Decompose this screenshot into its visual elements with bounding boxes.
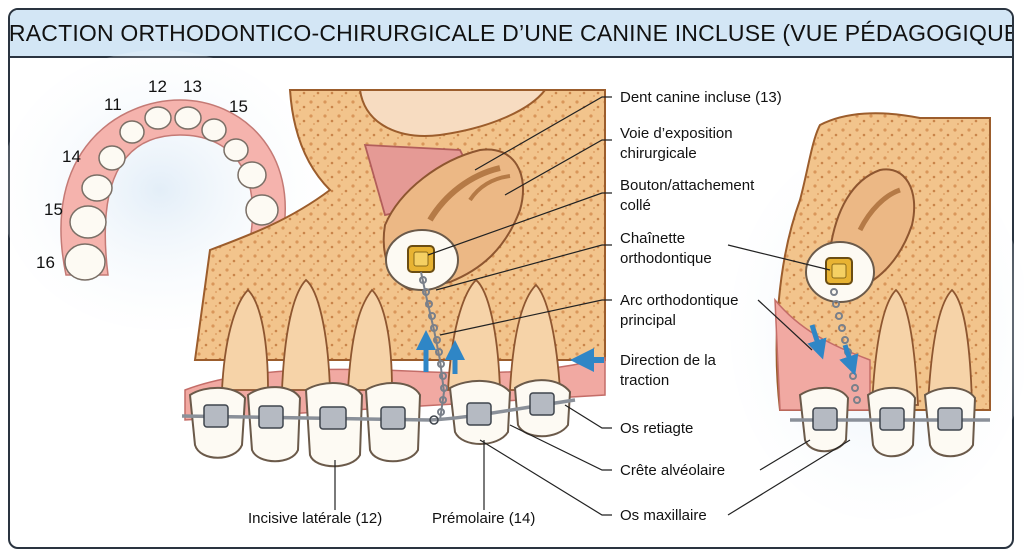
- label-direction-2: traction: [620, 372, 669, 389]
- tooth-number-12: 12: [148, 77, 167, 96]
- label-direction-1: Direction de la: [620, 352, 717, 369]
- label-chainette-2: orthodontique: [620, 250, 712, 267]
- label-os-retiagte: Os retiagte: [620, 420, 693, 437]
- label-os-maxillaire: Os maxillaire: [620, 507, 707, 524]
- label-voie-1: Voie d’exposition: [620, 125, 733, 142]
- label-bouton-2: collé: [620, 197, 651, 214]
- label-canine: Dent canine incluse (13): [620, 89, 782, 106]
- label-arc-2: principal: [620, 312, 676, 329]
- figure-title: TRACTION ORTHODONTICO-CHIRURGICALE D’UNE…: [8, 19, 1014, 46]
- leader-lines: [334, 96, 851, 516]
- tooth-number-13: 13: [183, 77, 202, 96]
- title-bar: TRACTION ORTHODONTICO-CHIRURGICALE D’UNE…: [10, 10, 1012, 58]
- tooth-number-15: 15: [44, 200, 63, 219]
- label-chainette-1: Chaînette: [620, 230, 685, 247]
- detail-arrow-2: [839, 344, 859, 376]
- label-incisive: Incisive latérale (12): [248, 510, 382, 527]
- detail-arrow-1: [807, 324, 827, 360]
- label-bouton-1: Bouton/attachement: [620, 177, 755, 194]
- label-voie-2: chirurgicale: [620, 145, 697, 162]
- tooth-number-15-upper: 15: [229, 97, 248, 116]
- tooth-number-14: 14: [62, 147, 81, 166]
- detail-view: [774, 112, 991, 458]
- main-section: [181, 89, 606, 468]
- brackets: [203, 392, 555, 430]
- sinus-cavity: [358, 89, 548, 137]
- labels: Dent canine incluse (13) Voie d’expositi…: [248, 89, 782, 527]
- label-arc-1: Arc orthodontique: [620, 292, 738, 309]
- tooth-number-16: 16: [36, 253, 55, 272]
- label-crete: Crête alvéolaire: [620, 462, 725, 479]
- tooth-number-11: 11: [104, 95, 122, 114]
- label-premolaire: Prémolaire (14): [432, 510, 535, 527]
- dental-arch: 11 12 13 15 14 15 16: [36, 77, 286, 281]
